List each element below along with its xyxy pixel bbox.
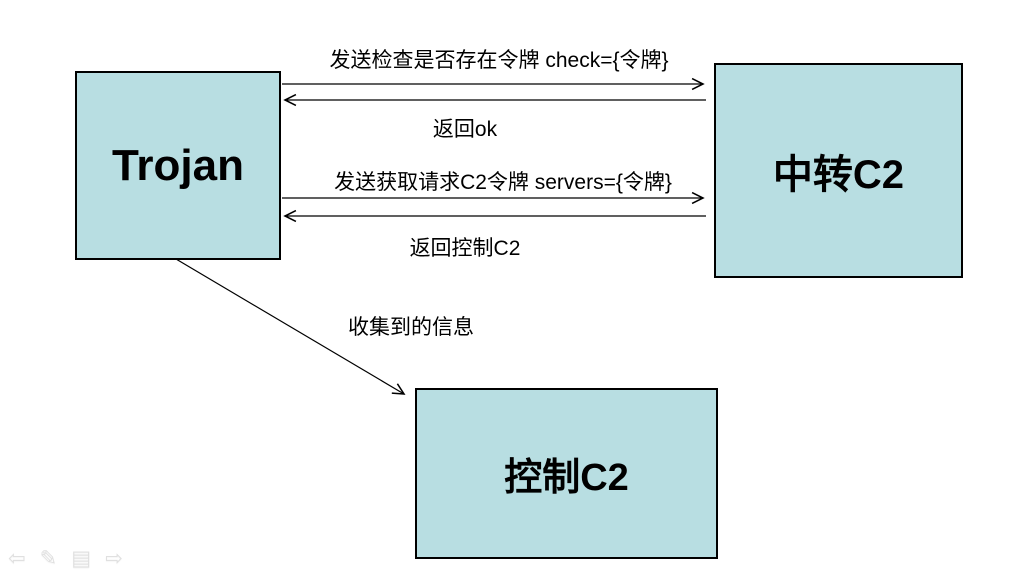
slideshow-controls: ⇦ ✎ ▤ ⇨: [8, 548, 123, 569]
message-return-ok: 返回ok: [432, 118, 498, 141]
node-relay-c2: 中转C2: [714, 63, 963, 278]
message-check-token: 发送检查是否存在令牌 check={令牌}: [329, 49, 669, 72]
message-request-c2-token: 发送获取请求C2令牌 servers={令牌}: [334, 171, 672, 194]
node-trojan-label: Trojan: [111, 140, 245, 190]
slide-menu-icon[interactable]: ▤: [71, 547, 92, 570]
message-return-control-c2: 返回控制C2: [409, 237, 521, 260]
node-trojan: Trojan: [75, 71, 281, 260]
node-control-c2: 控制C2: [415, 388, 718, 559]
node-control-c2-label: 控制C2: [504, 457, 629, 499]
next-slide-icon[interactable]: ⇨: [105, 547, 123, 570]
message-collected-info: 收集到的信息: [348, 316, 474, 339]
pen-tool-icon[interactable]: ✎: [39, 547, 58, 570]
previous-slide-icon[interactable]: ⇦: [8, 547, 26, 570]
node-relay-c2-label: 中转C2: [772, 152, 905, 197]
